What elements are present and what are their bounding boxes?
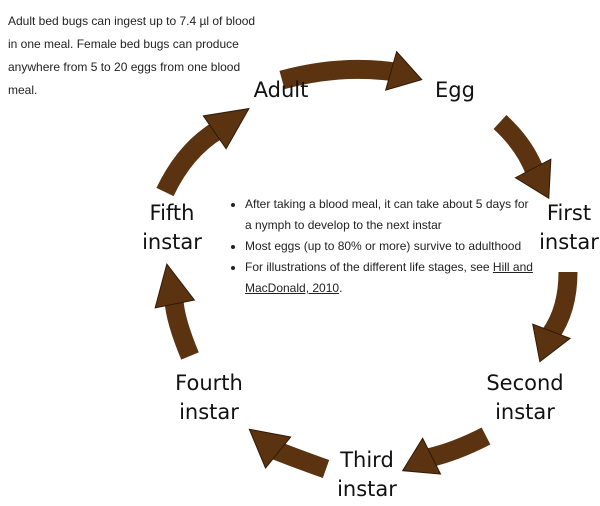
fact-text: For illustrations of the different life … <box>245 260 493 274</box>
stage-adult: Adult <box>254 76 309 105</box>
stage-label: instar <box>539 230 599 254</box>
stage-fifth-instar: Fifth instar <box>142 199 202 257</box>
arrow-head-icon <box>384 50 423 91</box>
arrow-third-to-fourth <box>248 428 330 478</box>
stage-label: instar <box>495 400 555 424</box>
stage-label: instar <box>142 230 202 254</box>
stage-egg-label: Egg <box>435 78 475 102</box>
stage-egg: Egg <box>435 76 475 105</box>
arrow-body <box>156 121 224 197</box>
arrow-body <box>271 441 330 478</box>
stage-label: instar <box>337 477 397 501</box>
stage-label: instar <box>179 400 239 424</box>
arrow-head-icon <box>248 428 292 470</box>
stage-label: Fifth <box>149 201 195 225</box>
blood-meal-note: Adult bed bugs can ingest up to 7.4 µl o… <box>8 14 256 97</box>
arrow-head-icon <box>514 158 552 200</box>
arrow-fourth-to-fifth <box>154 263 199 360</box>
arrow-body <box>279 59 397 90</box>
arrow-head-icon <box>202 107 250 150</box>
stage-third-instar: Third instar <box>337 446 397 504</box>
arrow-head-icon <box>532 323 572 363</box>
arrow-body <box>425 427 491 468</box>
arrow-body <box>493 115 544 176</box>
arrow-adult-to-egg <box>279 50 423 91</box>
stage-label: Third <box>340 448 394 472</box>
stage-adult-label: Adult <box>253 78 309 102</box>
stage-first-instar: First instar <box>539 199 599 257</box>
arrow-head-icon <box>154 263 196 309</box>
arrow-egg-to-first <box>493 115 552 200</box>
stage-label: First <box>546 201 592 225</box>
fact-item: For illustrations of the different life … <box>245 257 535 299</box>
arrow-first-to-second <box>532 271 578 363</box>
stage-fourth-instar: Fourth instar <box>175 369 243 427</box>
stage-second-instar: Second instar <box>486 369 563 427</box>
arrow-fifth-to-adult <box>156 107 250 197</box>
arrow-body <box>164 299 199 360</box>
fact-item: Most eggs (up to 80% or more) survive to… <box>245 236 535 257</box>
fact-text: Most eggs (up to 80% or more) survive to… <box>245 239 522 253</box>
stage-label: Fourth <box>175 371 243 395</box>
hill-macdonald-link[interactable]: Hill and MacDonald, 2010 <box>245 260 533 295</box>
fact-item: After taking a blood meal, it can take a… <box>245 194 535 236</box>
fact-text: . <box>339 281 343 295</box>
arrow-head-icon <box>401 437 442 475</box>
arrow-body <box>542 271 578 341</box>
arrow-second-to-third <box>401 427 491 475</box>
stage-label: Second <box>486 371 564 395</box>
facts-list: After taking a blood meal, it can take a… <box>228 194 535 299</box>
